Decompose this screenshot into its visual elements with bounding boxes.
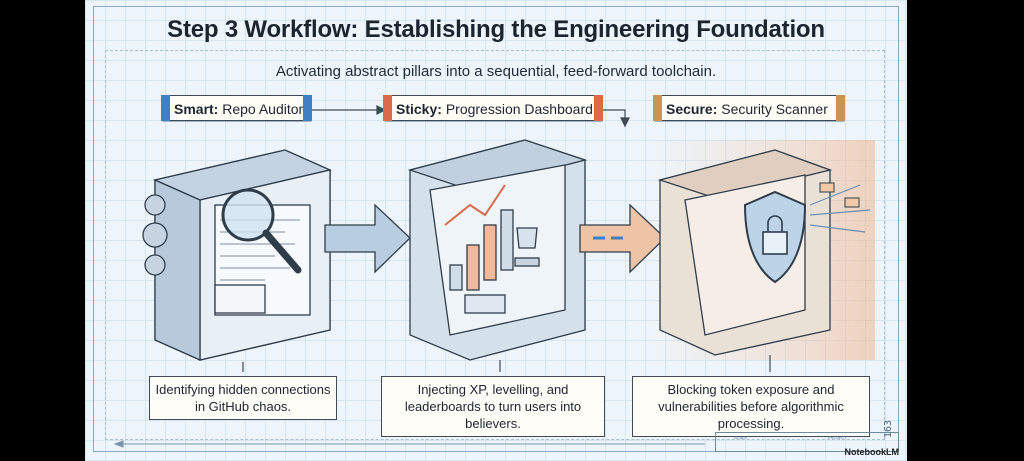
label-name: Repo Auditor bbox=[222, 101, 304, 117]
label-smart: Smart: Repo Auditor bbox=[160, 94, 312, 121]
caption-line: Identifying hidden connections bbox=[155, 382, 331, 397]
gear-icon bbox=[142, 194, 168, 276]
dimension-line bbox=[113, 440, 705, 448]
label-accent bbox=[835, 94, 845, 121]
security-scanner-illustration bbox=[657, 149, 871, 356]
notebooklm-logo: NotebookLM bbox=[844, 447, 900, 457]
label-connector-1 bbox=[311, 105, 630, 128]
caption-smart: Identifying hidden connections in GitHub… bbox=[149, 376, 337, 420]
page-subtitle: Activating abstract pillars into a seque… bbox=[275, 63, 717, 80]
magnifier-icon bbox=[221, 188, 302, 274]
outer-frame bbox=[93, 6, 899, 452]
label-name: Progression Dashboard bbox=[445, 101, 593, 117]
caption-line: in GitHub chaos. bbox=[194, 399, 292, 414]
chart-icon bbox=[444, 184, 514, 291]
label-secure: Secure: Security Scanner bbox=[652, 94, 845, 121]
caption-line: vulnerabilities before algorithmic proce… bbox=[658, 399, 844, 431]
lock-icon bbox=[762, 215, 788, 255]
sheet-number: 163 bbox=[883, 420, 894, 439]
caption-secure: Blocking token exposure and vulnerabilit… bbox=[632, 376, 870, 437]
label-keyword: Sticky: bbox=[396, 101, 442, 117]
page-title: Step 3 Workflow: Establishing the Engine… bbox=[167, 16, 825, 43]
caption-line: Blocking token exposure and bbox=[667, 382, 835, 397]
label-accent bbox=[382, 94, 392, 121]
label-accent bbox=[160, 94, 170, 121]
label-sticky: Sticky: Progression Dashboard bbox=[382, 94, 603, 121]
title-block: SCALE PROJECT bbox=[715, 432, 899, 452]
caption-line: Injecting XP, levelling, and bbox=[417, 382, 569, 397]
caption-sticky: Injecting XP, levelling, and leaderboard… bbox=[381, 376, 605, 437]
repo-auditor-illustration bbox=[142, 149, 333, 362]
label-accent bbox=[652, 94, 662, 121]
label-keyword: Secure: bbox=[666, 101, 718, 117]
envelope-icon bbox=[819, 182, 860, 208]
label-keyword: Smart: bbox=[174, 101, 219, 117]
label-accent bbox=[302, 94, 312, 121]
trophy-icon bbox=[514, 227, 540, 267]
flow-arrow-1 bbox=[324, 203, 411, 274]
workflow-illustration bbox=[113, 105, 875, 448]
progression-dashboard-illustration bbox=[407, 139, 588, 361]
label-name: Security Scanner bbox=[721, 101, 828, 117]
title-block-scale: SCALE bbox=[734, 435, 748, 440]
inner-frame bbox=[105, 50, 885, 440]
caption-line: leaderboards to turn users into believer… bbox=[404, 399, 582, 431]
blueprint-page: Step 3 Workflow: Establishing the Engine… bbox=[85, 0, 907, 461]
title-block-project: PROJECT bbox=[828, 435, 847, 440]
label-accent bbox=[593, 94, 603, 121]
